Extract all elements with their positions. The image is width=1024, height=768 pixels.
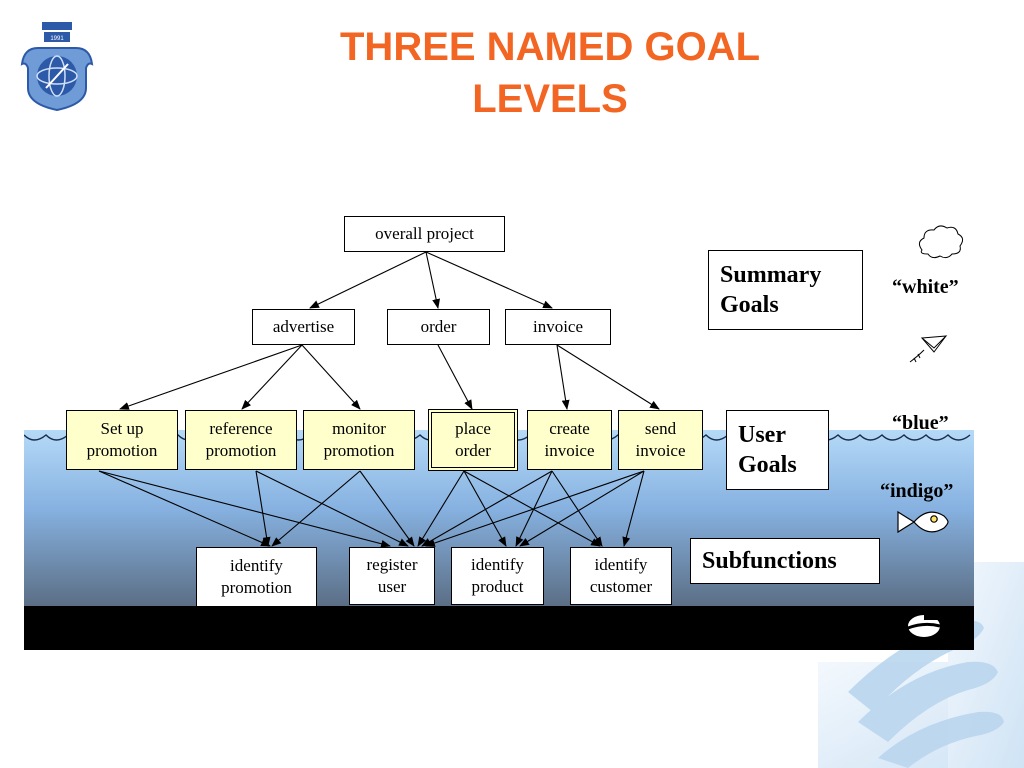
cloud-icon (918, 225, 964, 259)
connectors (98, 251, 660, 548)
label-user-goals: User Goals (726, 410, 829, 490)
kite-icon (909, 335, 948, 363)
node-reference-promotion: reference promotion (185, 410, 297, 470)
node-place-order: place order (428, 409, 518, 471)
page-title-line-2: LEVELS (472, 77, 628, 121)
node-register-user: register user (349, 547, 435, 605)
node-identify-product: identify product (451, 547, 544, 605)
level-white: “white” (892, 276, 959, 298)
level-indigo: “indigo” (880, 480, 954, 502)
level-blue: “blue” (892, 412, 949, 434)
fish-icon (897, 510, 949, 534)
goal-levels-scene: overall project advertise order invoice … (24, 190, 974, 650)
node-send-invoice: send invoice (618, 410, 703, 470)
university-crest-icon: 1991 (20, 22, 94, 112)
node-advertise: advertise (252, 309, 355, 345)
node-overall-project: overall project (344, 216, 505, 252)
svg-text:1991: 1991 (50, 36, 64, 42)
node-identify-promotion: identify promotion (196, 547, 317, 607)
label-summary-goals: Summary Goals (708, 250, 863, 330)
hand-icon (818, 562, 1024, 768)
node-identify-customer: identify customer (570, 547, 672, 605)
node-invoice: invoice (505, 309, 611, 345)
clam-icon (907, 614, 942, 637)
node-create-invoice: create invoice (527, 410, 612, 470)
label-subfunctions: Subfunctions (690, 538, 880, 584)
sea-floor (24, 606, 974, 650)
node-set-up-promotion: Set up promotion (66, 410, 178, 470)
page-title-line-1: THREE NAMED GOAL (340, 25, 760, 69)
node-order: order (387, 309, 490, 345)
node-monitor-promotion: monitor promotion (303, 410, 415, 470)
